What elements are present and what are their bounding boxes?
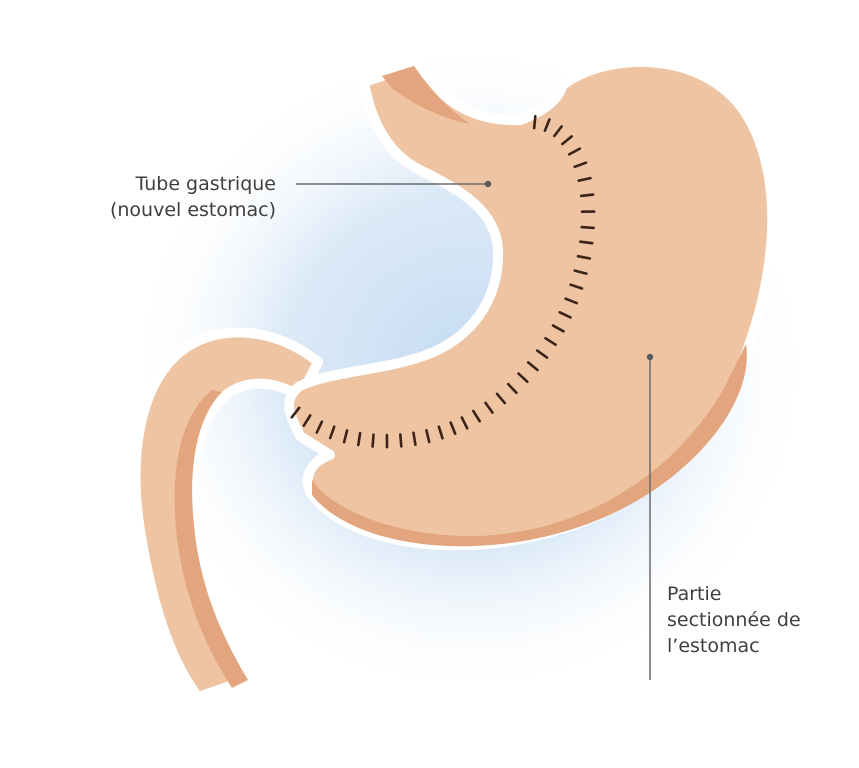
label-partie-sectionnee: Partie sectionnée de l’estomac (667, 581, 801, 659)
label-section-line2: sectionnée de (667, 609, 801, 631)
staple-mark (425, 428, 431, 444)
label-tube-line2: (nouvel estomac) (109, 199, 276, 221)
staple-mark (564, 297, 579, 305)
staple-mark (578, 240, 594, 245)
staple-mark (460, 416, 469, 430)
staple-mark (579, 193, 595, 198)
staple-mark (371, 433, 375, 448)
staple-mark (535, 349, 549, 359)
staple-mark (302, 414, 312, 427)
esophagus-shading (382, 66, 470, 124)
staple-mark (573, 269, 588, 275)
label-tube-gastrique: Tube gastrique (nouvel estomac) (110, 171, 276, 223)
staple-mark (551, 324, 565, 333)
staple-mark (449, 421, 457, 436)
section-leader-dot (646, 353, 654, 361)
staple-mark (471, 409, 482, 423)
staple-mark (573, 161, 588, 169)
stomach-lower-shading (312, 344, 747, 547)
staple-mark (290, 406, 301, 419)
staple-mark (517, 372, 529, 384)
staple-mark (543, 118, 551, 132)
staple-mark (342, 429, 349, 444)
staple-mark (567, 147, 582, 156)
staple-mark (561, 135, 574, 146)
duodenum (130, 327, 323, 702)
tube-leader-dot (484, 180, 492, 188)
staple-mark (437, 425, 444, 440)
label-section-line1: Partie (667, 583, 722, 605)
staple-line (290, 114, 596, 449)
staple-mark (576, 254, 592, 260)
staple-mark (552, 125, 563, 138)
staple-mark (544, 336, 557, 347)
label-section-line3: l’estomac (667, 635, 760, 657)
staple-mark (580, 225, 596, 230)
staple-mark (569, 283, 584, 290)
staple-mark (526, 361, 539, 372)
label-tube-line1: Tube gastrique (135, 173, 277, 195)
staple-mark (495, 392, 507, 405)
staple-mark (315, 420, 324, 434)
staple-mark (398, 433, 403, 448)
staple-mark (356, 431, 362, 447)
staple-mark (532, 114, 537, 130)
duodenum-shading (174, 390, 248, 688)
staple-mark (577, 176, 592, 182)
staple-mark (484, 401, 494, 414)
staple-mark (412, 431, 417, 447)
staple-mark (558, 310, 572, 319)
staple-mark (506, 382, 518, 395)
staple-mark (328, 425, 336, 440)
